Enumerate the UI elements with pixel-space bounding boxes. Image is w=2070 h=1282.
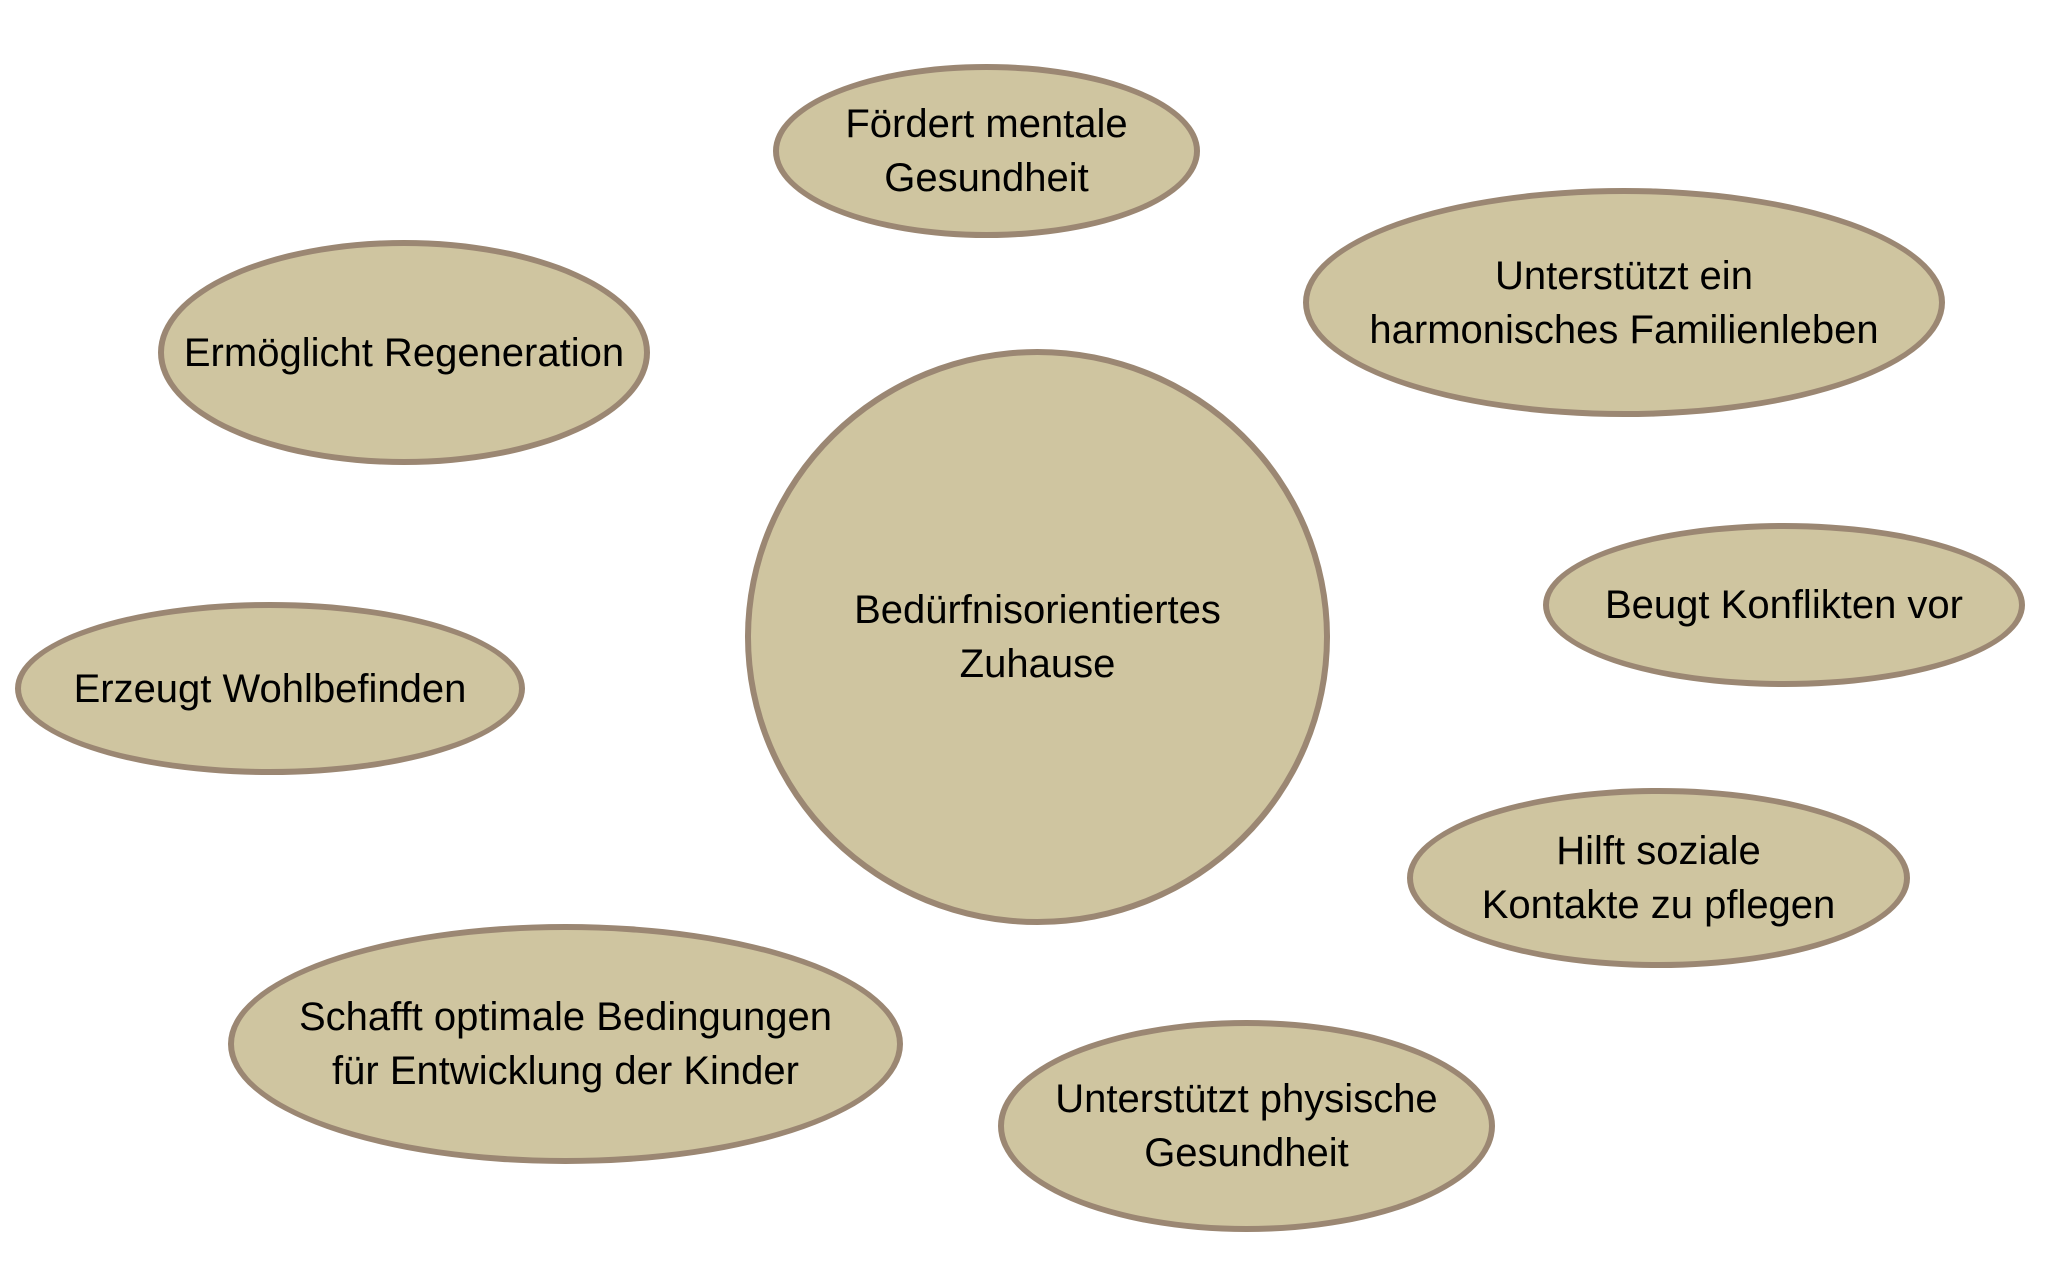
- node-beduerfnisorientiertes-zuhause[interactable]: Bedürfnisorientiertes Zuhause: [745, 349, 1330, 925]
- node-label: Unterstützt ein harmonisches Familienleb…: [1369, 253, 1879, 352]
- node-hilft-soziale-kontakte[interactable]: Hilft soziale Kontakte zu pflegen: [1407, 788, 1910, 968]
- node-harmonisches-familienleben[interactable]: Unterstützt ein harmonisches Familienleb…: [1303, 188, 1945, 417]
- node-beugt-konflikten-vor[interactable]: Beugt Konflikten vor: [1543, 523, 2025, 687]
- node-label: Erzeugt Wohlbefinden: [73, 666, 467, 711]
- node-schafft-optimale-bedingungen[interactable]: Schafft optimale Bedingungen für Entwick…: [228, 924, 903, 1164]
- node-unterstuetzt-physische-gesundheit[interactable]: Unterstützt physische Gesundheit: [998, 1020, 1495, 1232]
- node-label: Beugt Konflikten vor: [1605, 583, 1963, 627]
- node-ermoeglicht-regeneration[interactable]: Ermöglicht Regeneration: [158, 240, 650, 465]
- node-label: Schafft optimale Bedingungen für Entwick…: [299, 995, 832, 1093]
- node-label: Ermöglicht Regeneration: [183, 330, 625, 375]
- node-foerdert-mentale-gesundheit[interactable]: Fördert mentale Gesundheit: [773, 64, 1200, 238]
- node-label: Unterstützt physische Gesundheit: [1055, 1077, 1438, 1175]
- node-label: Hilft soziale Kontakte zu pflegen: [1481, 829, 1836, 927]
- node-label: Bedürfnisorientiertes Zuhause: [854, 588, 1221, 686]
- node-label: Fördert mentale Gesundheit: [845, 102, 1128, 200]
- node-erzeugt-wohlbefinden[interactable]: Erzeugt Wohlbefinden: [15, 602, 525, 775]
